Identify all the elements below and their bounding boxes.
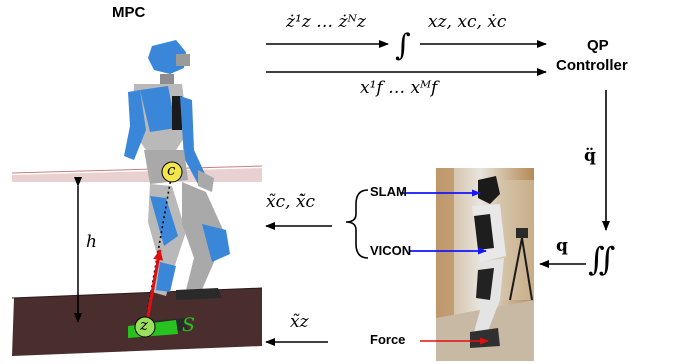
vicon-label: VICON (370, 243, 412, 258)
sensor-brace (345, 189, 369, 259)
support-symbol: S (182, 314, 196, 336)
force-label: Force (370, 332, 406, 347)
zmp-estimate-label: x̃z (290, 312, 309, 332)
integral-symbol: ∫ (395, 28, 411, 63)
slam-label: SLAM (370, 184, 407, 199)
zmp-symbol: z (140, 316, 148, 334)
com-marker (161, 161, 183, 183)
robot-simulation (124, 40, 230, 334)
robot-photo (436, 168, 534, 361)
double-integral-symbol: ∬ (588, 240, 616, 278)
com-symbol: c (167, 161, 176, 179)
qp-label: QP (587, 37, 609, 54)
q-label: q (556, 236, 568, 256)
com-estimate-label: x̃c, x̃̇c (266, 192, 316, 212)
footstep-sequence-label: x¹f … xᴹf (360, 78, 438, 98)
com-height-plane (11, 165, 263, 182)
zmp-marker (134, 316, 156, 338)
controller-label: Controller (556, 57, 628, 74)
state-label: xz, xc, ẋc (428, 12, 507, 32)
mpc-label: MPC (112, 4, 146, 21)
zdot-sequence-label: ż¹z … żᴺz (286, 12, 366, 32)
qddot-label: q̈ (584, 146, 596, 166)
contact-force-arrow (144, 249, 164, 327)
height-label: h (86, 232, 97, 252)
